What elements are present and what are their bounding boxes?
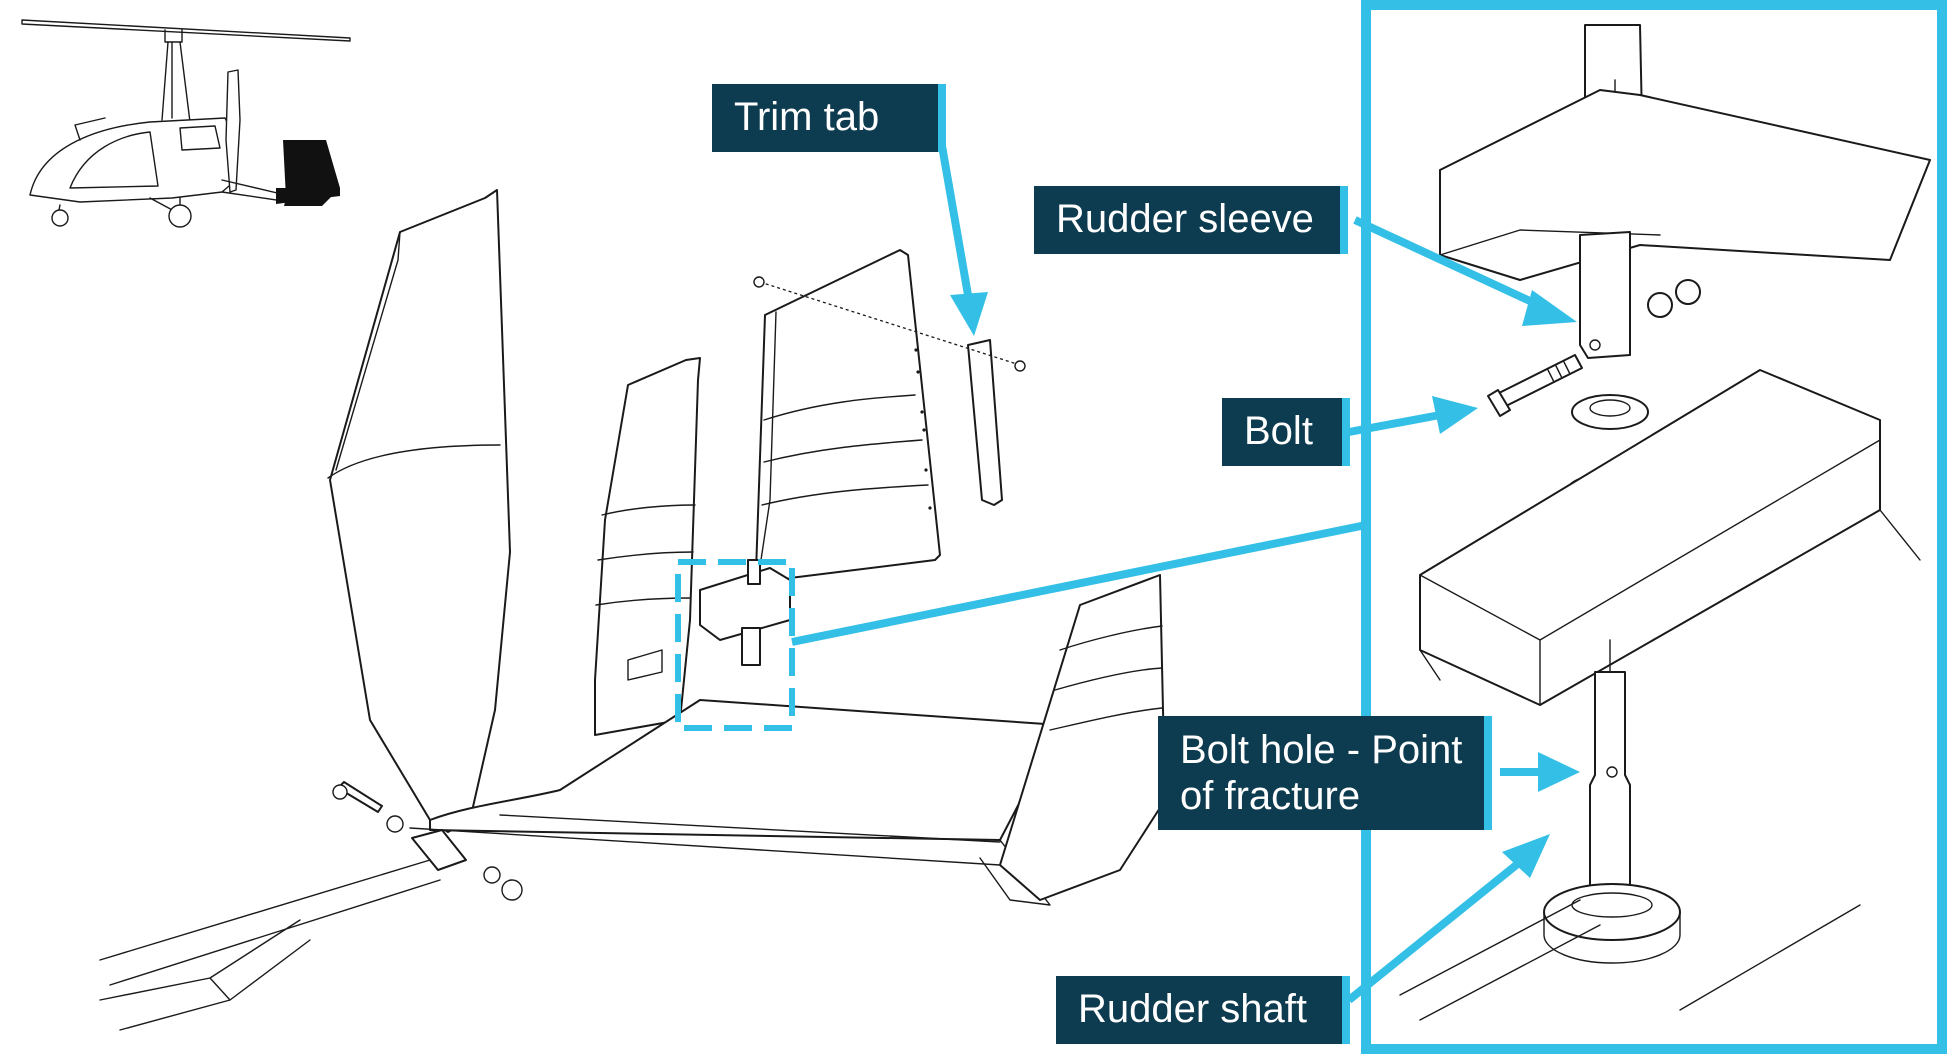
- bolt-hole-label-line1: Bolt hole - Point: [1180, 728, 1463, 772]
- bolt-hole-arrow: [1500, 752, 1580, 792]
- focus-region-box: [675, 559, 795, 731]
- highlight-overlays: [675, 0, 1947, 1054]
- rudder-shaft-label-text: Rudder shaft: [1078, 987, 1308, 1031]
- bolt-label-text: Bolt: [1244, 409, 1313, 453]
- trim-tab-label: Trim tab: [712, 84, 946, 152]
- rudder-shaft-arrow: [1346, 834, 1550, 1004]
- bolt-hole-label-line2: of fracture: [1180, 774, 1361, 818]
- focus-connector-line: [791, 521, 1367, 646]
- detail-inset: [1399, 24, 1931, 1021]
- rudder-shaft-label: Rudder shaft: [1056, 976, 1350, 1044]
- gyroplane-thumbnail: [21, 19, 351, 228]
- rudder-sleeve-label: Rudder sleeve: [1034, 186, 1348, 254]
- tail-assembly-line-art: [99, 189, 1166, 1031]
- bolt-label: Bolt: [1222, 398, 1350, 466]
- rudder-sleeve-label-text: Rudder sleeve: [1056, 197, 1314, 241]
- rudder-sleeve-arrow: [1353, 216, 1577, 326]
- bolt-arrow: [1348, 396, 1478, 436]
- trim-tab-label-text: Trim tab: [734, 95, 880, 139]
- bolt-hole-label: Bolt hole - Point of fracture: [1158, 716, 1492, 830]
